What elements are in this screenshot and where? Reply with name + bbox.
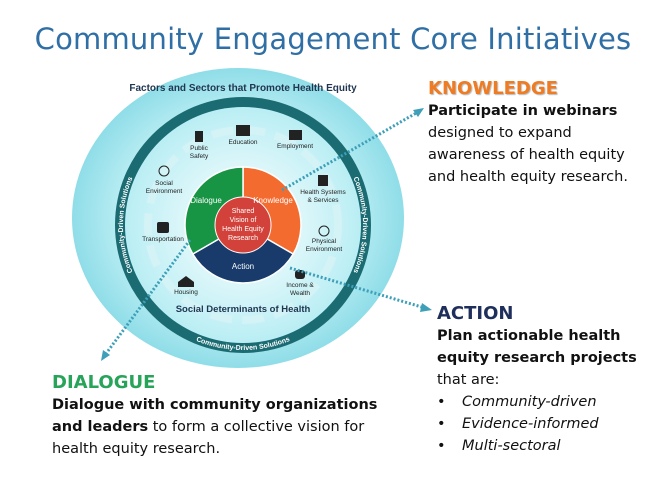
sector-housing: Housing: [174, 289, 198, 296]
dialogue-arrowhead: [101, 350, 110, 361]
dialogue-bold-1: Dialogue with community organizations: [52, 397, 378, 413]
public-safety-icon: [195, 131, 203, 142]
action-block: ACTION Plan actionable health equity res…: [437, 303, 637, 457]
arc-title-bottom: Social Determinants of Health: [175, 304, 311, 315]
education-icon: [236, 125, 250, 136]
social-environment-icon: [158, 165, 170, 177]
sector-physical-environment: Physical Environment: [305, 238, 343, 253]
sector-transportation: Transportation: [142, 236, 184, 243]
center-line-1: Shared: [231, 208, 255, 215]
page-title: Community Engagement Core Initiatives: [34, 22, 632, 56]
arc-title-top: Factors and Sectors that Promote Health …: [129, 83, 357, 94]
dialogue-heading: DIALOGUE: [52, 372, 156, 393]
center-line-4: Research: [228, 235, 258, 242]
transportation-icon: [157, 222, 169, 233]
sector-income: Income & Wealth: [286, 282, 314, 297]
employment-icon: [289, 130, 302, 140]
action-bullets: Community-driven Evidence-informed Multi…: [437, 391, 637, 457]
center-line-3: Health Equity: [222, 226, 264, 233]
center-line-2: Vision of: [229, 217, 257, 224]
sector-health-systems: Health Systems & Services: [300, 189, 346, 204]
dialogue-block: DIALOGUE Dialogue with community organiz…: [52, 372, 377, 460]
knowledge-arrowhead: [413, 108, 424, 117]
shared-vision-center: [214, 196, 272, 254]
knowledge-text-2: awareness of health equity: [428, 147, 625, 163]
sector-social-environment: Social Environment: [145, 180, 183, 195]
bullet-item: Evidence-informed: [437, 413, 637, 435]
action-bold-1: Plan actionable health: [437, 328, 621, 344]
action-heading: ACTION: [437, 303, 514, 324]
knowledge-block: KNOWLEDGE Participate in webinars design…: [428, 78, 628, 188]
physical-environment-icon: [318, 225, 330, 237]
action-bold-2: equity research projects: [437, 350, 637, 366]
knowledge-text-1: designed to expand: [428, 125, 572, 141]
action-label: Action: [231, 262, 255, 271]
knowledge-heading: KNOWLEDGE: [428, 78, 558, 99]
health-systems-icon: [318, 175, 328, 186]
knowledge-label: Knowledge: [253, 196, 293, 205]
knowledge-bold: Participate in webinars: [428, 103, 618, 119]
dialogue-bold-2: and leaders: [52, 419, 149, 435]
knowledge-text-3: and health equity research.: [428, 169, 628, 185]
bullet-item: Community-driven: [437, 391, 637, 413]
action-segment: [191, 224, 295, 284]
action-arrowhead: [420, 303, 432, 312]
sector-education: Education: [228, 139, 258, 146]
action-text: that are:: [437, 372, 500, 388]
sector-employment: Employment: [276, 143, 314, 150]
dialogue-text-2: health equity research.: [52, 441, 221, 457]
sector-public-safety: Public Safety: [189, 145, 209, 160]
dialogue-text-1: to form a collective vision for: [148, 419, 365, 435]
dialogue-label: Dialogue: [190, 196, 222, 205]
action-connector: [289, 266, 426, 310]
housing-icon: [178, 276, 194, 287]
bullet-item: Multi-sectoral: [437, 435, 637, 457]
